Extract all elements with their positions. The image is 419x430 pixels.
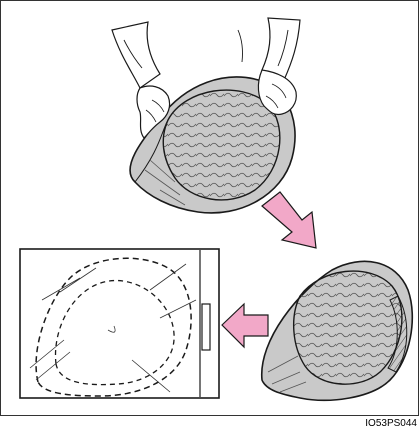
bag-zipper-pull: [202, 304, 210, 350]
arrow-left: [222, 304, 268, 347]
figure-code: IO53PS044: [365, 418, 417, 429]
step2-folded-sunshade: [262, 261, 413, 400]
left-arm: [112, 22, 160, 88]
arrow-down-right: [262, 192, 316, 248]
step3-storage-bag: [20, 249, 219, 398]
step1-twist-sunshade: [112, 18, 300, 213]
sunshade-inner-ring: [163, 90, 280, 200]
bag-body: [20, 249, 219, 398]
